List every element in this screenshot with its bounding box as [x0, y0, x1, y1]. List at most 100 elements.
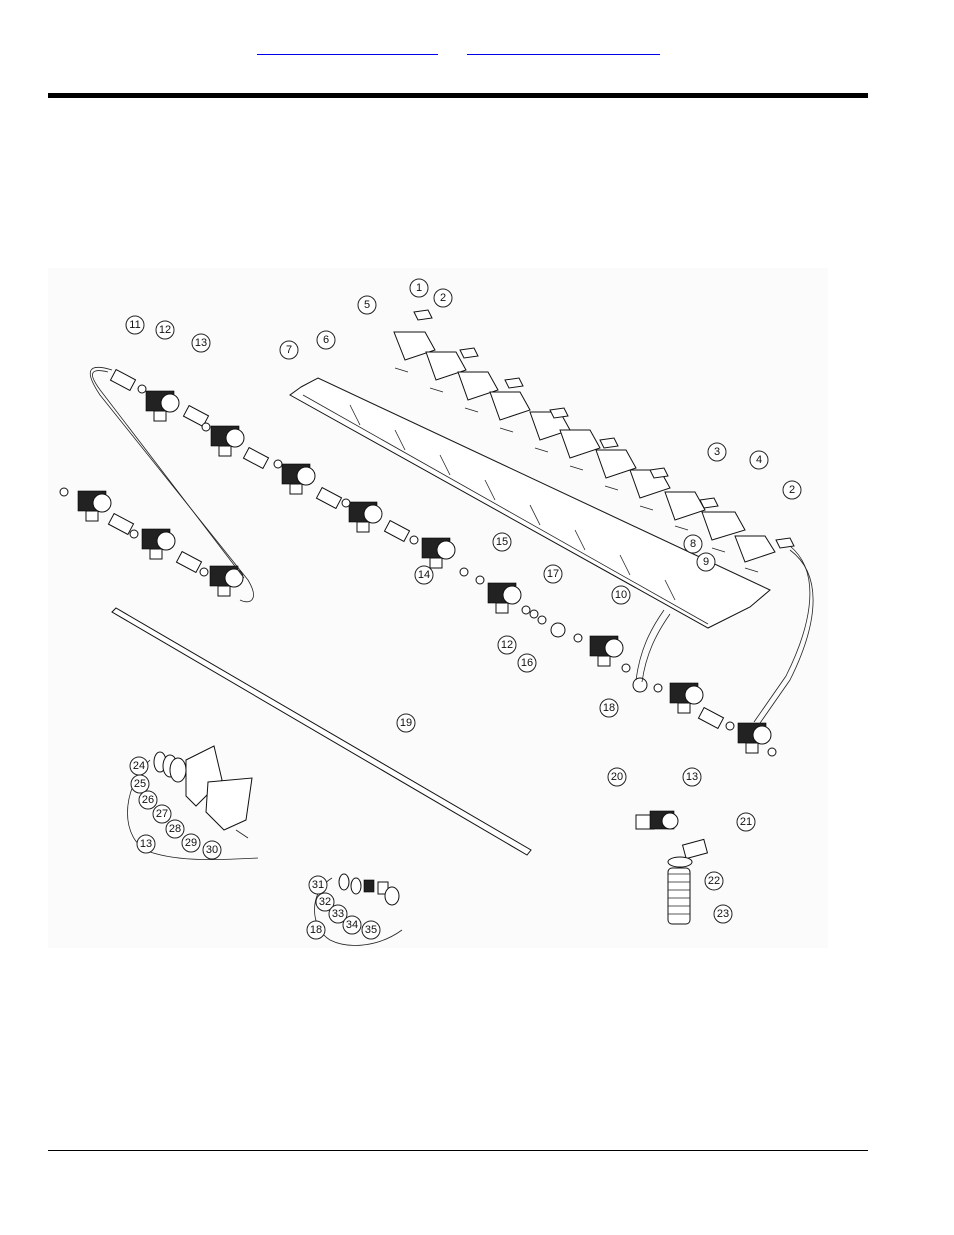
callout-circle — [704, 871, 724, 891]
callout-c24: 24 — [129, 756, 149, 776]
callout-number: 33 — [332, 908, 344, 920]
callout-number: 27 — [156, 808, 168, 820]
callout-number: 10 — [615, 589, 627, 601]
callout-circle — [308, 875, 328, 895]
callout-number: 12 — [501, 639, 513, 651]
callout-c29: 29 — [181, 833, 201, 853]
callout-circle — [497, 635, 517, 655]
callout-circle — [682, 767, 702, 787]
callout-circle — [342, 915, 362, 935]
callout-c12b: 12 — [497, 635, 517, 655]
callout-number: 24 — [133, 760, 145, 772]
callout-c17: 17 — [543, 564, 563, 584]
callout-number: 13 — [195, 337, 207, 349]
callout-circle — [306, 920, 326, 940]
callout-c14: 14 — [414, 565, 434, 585]
callout-circle — [782, 480, 802, 500]
callout-c30: 30 — [202, 840, 222, 860]
callout-circle — [736, 812, 756, 832]
callout-c20: 20 — [607, 767, 627, 787]
callout-c21: 21 — [736, 812, 756, 832]
callout-number: 25 — [134, 778, 146, 790]
callout-c32: 32 — [315, 892, 335, 912]
callout-number: 23 — [717, 908, 729, 920]
diagram-drawing: 1256711121334289101514171216181924252627… — [59, 278, 814, 946]
callout-number: 13 — [686, 771, 698, 783]
trough-part — [289, 377, 771, 629]
callout-c18b: 18 — [306, 920, 326, 940]
callout-circle — [749, 450, 769, 470]
callout-number: 35 — [365, 924, 377, 936]
callout-circle — [315, 892, 335, 912]
callout-number: 4 — [756, 454, 762, 466]
callout-number: 32 — [319, 896, 331, 908]
callout-number: 31 — [312, 879, 324, 891]
callout-number: 18 — [603, 702, 615, 714]
callout-number: 15 — [496, 536, 508, 548]
callout-number: 2 — [789, 484, 795, 496]
callout-c2b: 2 — [782, 480, 802, 500]
callout-c23: 23 — [713, 904, 733, 924]
callout-c35: 35 — [361, 920, 381, 940]
callout-number: 34 — [346, 919, 358, 931]
callout-circle — [599, 698, 619, 718]
callout-circle — [125, 315, 145, 335]
callout-number: 9 — [703, 556, 709, 568]
callout-number: 20 — [611, 771, 623, 783]
callout-circle — [191, 333, 211, 353]
callout-c13b: 13 — [136, 834, 156, 854]
callout-number: 28 — [169, 823, 181, 835]
hoses — [89, 366, 814, 727]
callout-c12a: 12 — [155, 320, 175, 340]
callout-number: 13 — [140, 838, 152, 850]
callout-number: 12 — [159, 324, 171, 336]
callout-circle — [279, 340, 299, 360]
callout-number: 7 — [286, 344, 292, 356]
rod-part — [111, 607, 532, 856]
callout-circle — [607, 767, 627, 787]
callout-c2a: 2 — [433, 288, 453, 308]
callout-number: 16 — [521, 657, 533, 669]
callout-c18a: 18 — [599, 698, 619, 718]
callout-c7: 7 — [279, 340, 299, 360]
callout-number: 21 — [740, 816, 752, 828]
callout-circle — [316, 330, 336, 350]
callout-number: 8 — [690, 538, 696, 550]
callout-c34: 34 — [342, 915, 362, 935]
callout-c9: 9 — [696, 552, 716, 572]
callout-number: 11 — [129, 319, 140, 331]
callout-c28: 28 — [165, 819, 185, 839]
callout-c5: 5 — [357, 295, 377, 315]
callout-circle — [543, 564, 563, 584]
footer-rule — [48, 1150, 868, 1151]
callout-c33: 33 — [328, 904, 348, 924]
callout-number: 2 — [440, 292, 446, 304]
callout-circle — [611, 585, 631, 605]
callout-number: 17 — [547, 568, 559, 580]
callout-number: 26 — [142, 794, 154, 806]
header-link-2[interactable] — [467, 40, 660, 55]
callout-number: 19 — [400, 717, 412, 729]
callout-c4: 4 — [749, 450, 769, 470]
callout-circle — [357, 295, 377, 315]
callout-number: 5 — [364, 299, 370, 311]
header-link-1[interactable] — [257, 40, 438, 55]
callout-circle — [707, 442, 727, 462]
callout-c31: 31 — [308, 875, 328, 895]
callout-c13c: 13 — [682, 767, 702, 787]
callout-c13a: 13 — [191, 333, 211, 353]
callout-circle — [138, 790, 158, 810]
callout-c25: 25 — [130, 774, 150, 794]
deflector-plates — [393, 309, 795, 573]
callout-circle — [130, 774, 150, 794]
callout-c3: 3 — [707, 442, 727, 462]
callout-circle — [713, 904, 733, 924]
callout-c6: 6 — [316, 330, 336, 350]
callout-circle — [181, 833, 201, 853]
callout-circle — [517, 653, 537, 673]
callout-circle — [683, 534, 703, 554]
callout-number: 30 — [206, 844, 218, 856]
callout-c27: 27 — [152, 804, 172, 824]
outlet-exploded-view — [667, 856, 693, 925]
